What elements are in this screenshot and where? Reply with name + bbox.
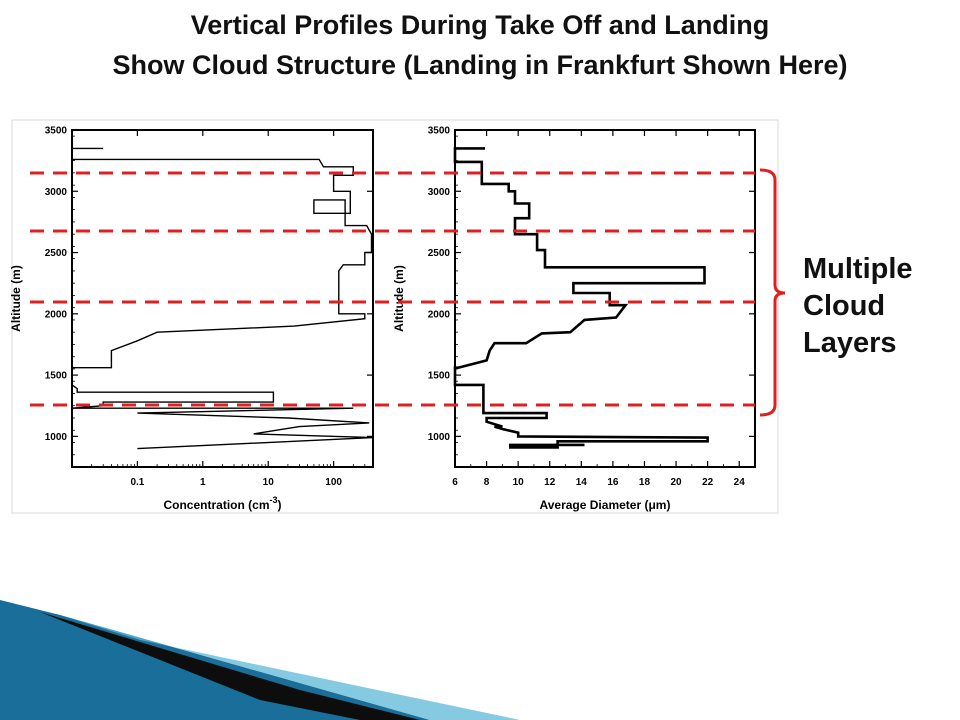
- annotation-line-layers: Layers: [803, 327, 897, 359]
- y-tick-label: 3500: [45, 126, 68, 137]
- annotation-line-cloud: Cloud: [803, 290, 886, 322]
- y-tick-label: 1000: [45, 432, 68, 443]
- y-tick-label: 3000: [45, 187, 68, 198]
- x-tick-label: 100: [325, 477, 342, 488]
- y-tick-label: 3000: [428, 187, 451, 198]
- cloud-layer-markers: [30, 168, 786, 417]
- y-tick-label: 1500: [428, 371, 451, 382]
- x-tick-label: 10: [513, 477, 525, 488]
- profile-series-line: [453, 147, 709, 449]
- x-tick-label: 18: [639, 477, 651, 488]
- y-axis-label: Altitude (m): [392, 265, 406, 332]
- y-tick-label: 2000: [428, 309, 451, 320]
- y-tick-label: 3500: [428, 126, 451, 137]
- x-axis-label: Average Diameter (μm): [540, 498, 671, 512]
- corner-swoosh-decoration: [0, 600, 520, 720]
- x-tick-label: 10: [263, 477, 275, 488]
- x-axis-label-close: ): [278, 498, 282, 512]
- x-tick-label: 22: [702, 477, 714, 488]
- diameter-profile-chart: 1000 1500 2000 2500 3000 3500 6 8 10 12 14 16 18 20 22…: [392, 126, 756, 512]
- x-tick-label: 12: [544, 477, 556, 488]
- x-tick-label: 14: [576, 477, 588, 488]
- y-tick-label: 2500: [428, 248, 451, 259]
- x-tick-label: 8: [484, 477, 490, 488]
- figure-frame: [11, 119, 779, 514]
- y-axis-label: Altitude (m): [9, 265, 23, 332]
- swoosh-dark-band: [0, 600, 430, 720]
- cloud-layer-bracket: [759, 168, 786, 417]
- x-tick-label: 6: [452, 477, 458, 488]
- annotation-line-multiple: Multiple: [803, 253, 913, 285]
- y-tick-label: 2000: [45, 309, 68, 320]
- x-tick-label: 16: [607, 477, 619, 488]
- x-tick-label: 24: [734, 477, 746, 488]
- y-tick-label: 1500: [45, 371, 68, 382]
- profile-series-line: [71, 147, 374, 450]
- x-axis-label-superscript: -3: [270, 495, 278, 505]
- y-tick-label: 2500: [45, 248, 68, 259]
- x-axis-label: Concentration (cm-3): [163, 495, 281, 512]
- x-tick-label: 0.1: [130, 477, 144, 488]
- concentration-profile-chart: 1000 1500 2000 2500 3000 3500 0.1 1 10 100Concent…: [9, 126, 374, 512]
- plot-area: [454, 129, 756, 468]
- x-tick-label: 1: [200, 477, 206, 488]
- y-tick-label: 1000: [428, 432, 451, 443]
- slide-title-line-2: Show Cloud Structure (Landing in Frankfu…: [112, 50, 848, 80]
- slide-title-line-1: Vertical Profiles During Take Off and La…: [190, 10, 770, 40]
- x-tick-label: 20: [670, 477, 682, 488]
